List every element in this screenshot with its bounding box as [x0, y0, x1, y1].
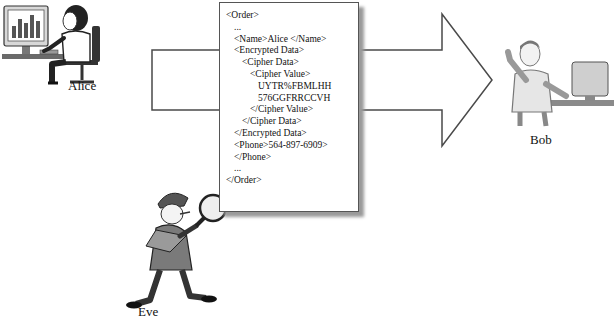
xml-line: 576GGFRRCCVH	[226, 93, 354, 105]
xml-line: <Phone>564-897-6909>	[226, 140, 354, 152]
monitor	[4, 6, 48, 46]
eve-face	[161, 204, 183, 224]
chart-bar	[24, 23, 28, 38]
magnifier-handle	[196, 218, 204, 226]
xml-line: <Cipher Value>	[226, 69, 354, 81]
xml-line: <Cipher Data>	[226, 57, 354, 69]
person-figure: Eve	[118, 186, 242, 326]
eve-leg	[136, 270, 160, 304]
xml-document: <Order>...<Name>Alice </Name><Encrypted …	[219, 2, 359, 212]
chair-post	[81, 65, 84, 80]
desk	[2, 54, 66, 59]
monitor-screen	[8, 10, 44, 41]
eve-arm	[180, 226, 196, 236]
xml-line: <Name>Alice </Name>	[226, 34, 354, 46]
chart-bar	[30, 15, 34, 38]
xml-line: </Cipher Value>	[226, 104, 354, 116]
bob-legs	[520, 112, 546, 126]
xml-line: </Encrypted Data>	[226, 128, 354, 140]
alice-face	[63, 12, 77, 30]
monitor-stand	[585, 96, 595, 101]
xml-line: <Encrypted Data>	[226, 45, 354, 57]
xml-line: </Phone>	[226, 152, 354, 164]
person-figure: Bob	[492, 22, 616, 152]
bob-arm	[546, 84, 566, 96]
person-name: Alice	[68, 78, 96, 94]
bob-hair	[520, 40, 540, 50]
alice-shoe	[48, 82, 58, 85]
xml-line: </Cipher Data>	[226, 116, 354, 128]
monitor	[572, 62, 608, 96]
eve-nose	[180, 212, 190, 214]
chart-bar	[18, 19, 22, 38]
chair-back	[92, 26, 100, 62]
xml-line: <Order>	[226, 10, 354, 22]
xml-line: ...	[226, 22, 354, 34]
xml-line: ...	[226, 163, 354, 175]
chart-bar	[12, 26, 16, 38]
alice-torso	[62, 31, 90, 62]
bob-torso	[512, 70, 552, 112]
xml-line: UYTR%FBMLHH	[226, 81, 354, 93]
eve-illustration	[126, 193, 226, 308]
alice-illustration	[2, 5, 100, 83]
alice-legs	[52, 62, 66, 82]
eve-shoe	[201, 296, 217, 303]
alice-hair	[64, 5, 88, 31]
person-figure: Alice	[0, 0, 152, 100]
person-name: Eve	[138, 304, 158, 320]
person-name: Bob	[530, 132, 552, 148]
eve-leg	[182, 270, 206, 298]
bob-illustration	[508, 40, 614, 126]
alice-arm	[44, 38, 64, 51]
chart-bar	[36, 21, 40, 38]
xml-line: </Order>	[226, 175, 354, 187]
